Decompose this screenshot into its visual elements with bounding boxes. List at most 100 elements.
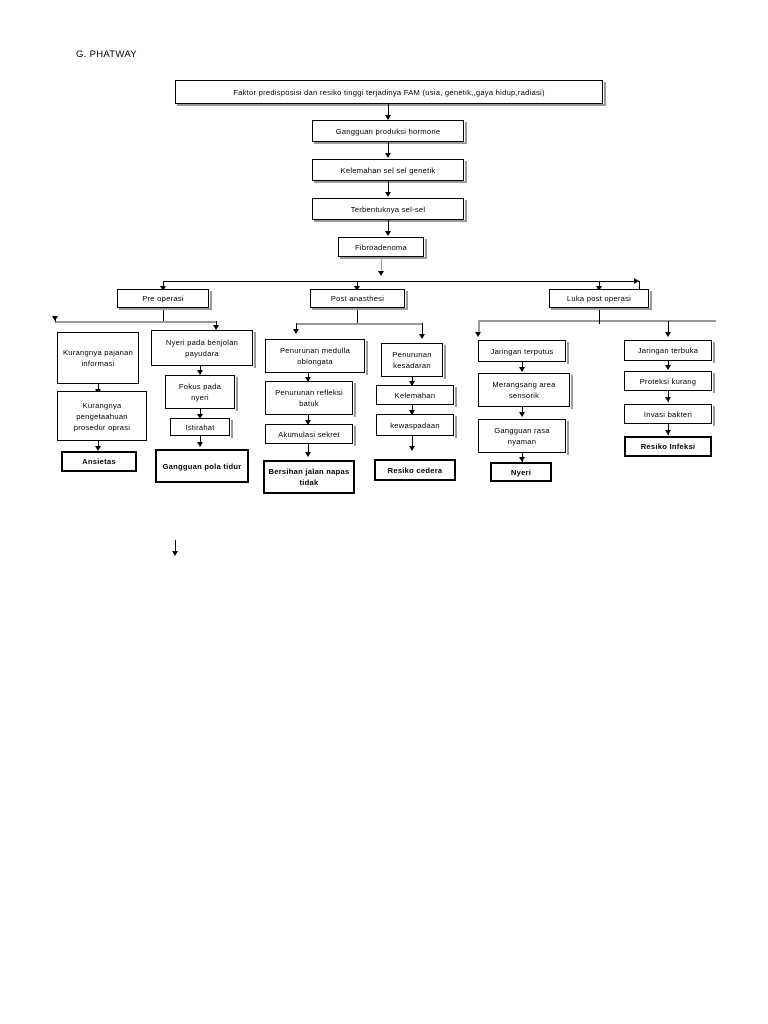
- arrow-down-icon: [94, 446, 101, 451]
- connector-line: [668, 391, 669, 402]
- arrow-down-icon: [196, 370, 203, 375]
- connector-line: [388, 142, 389, 155]
- arrow-down-icon: [475, 332, 481, 337]
- arrow-down-icon: [518, 412, 525, 417]
- box-shadow: [551, 308, 651, 310]
- box-shadow: [465, 122, 467, 144]
- connector-line: [412, 405, 413, 414]
- box-shadow: [444, 345, 446, 379]
- connector-line: [599, 310, 600, 324]
- box-shadow: [340, 257, 426, 259]
- arrow-down-icon: [159, 286, 166, 291]
- arrow-down-icon: [664, 397, 671, 402]
- branch-bus-line: [55, 321, 217, 323]
- node-nyeri-pada-benjolan-payudara: Nyeri pada benjolan payudara: [151, 330, 253, 366]
- connector-line: [522, 407, 523, 416]
- node-akumulasi-sekret: Akumulasi sekret: [265, 424, 353, 444]
- box-shadow: [567, 421, 569, 455]
- box-shadow: [210, 291, 212, 310]
- box-shadow: [236, 377, 238, 411]
- box-shadow: [425, 239, 427, 259]
- box-shadow: [713, 373, 715, 393]
- arrow-down-icon: [212, 325, 219, 330]
- node-ansietas: Ansietas: [61, 451, 137, 472]
- arrow-down-icon: [292, 329, 299, 334]
- arrow-down-icon: [384, 231, 391, 236]
- arrow-down-icon: [171, 551, 178, 556]
- node-kelemahan: Kelemahan: [376, 385, 454, 405]
- connector-line: [388, 104, 389, 117]
- box-shadow: [465, 161, 467, 183]
- box-shadow: [177, 104, 605, 106]
- connector-line: [163, 281, 164, 289]
- node-fokus-pada-nyeri: Fokus pada nyeri: [165, 375, 235, 409]
- connector-line: [200, 409, 201, 418]
- arrow-down-icon: [418, 334, 425, 339]
- box-shadow: [231, 420, 233, 438]
- arrow-down-icon: [664, 430, 671, 435]
- connector-line: [200, 436, 201, 445]
- arrow-right-icon: [634, 277, 639, 284]
- node-resiko-infeksi: Resiko Infeksi: [624, 436, 712, 457]
- node-kelemahan-sel-genetik: Kelemahan sel sel genetik: [312, 159, 464, 181]
- arrow-down-icon: [664, 365, 671, 370]
- arrow-down-icon: [408, 410, 415, 415]
- arrow-down-icon: [304, 377, 311, 382]
- node-gangguan-rasa-nyaman: Gangguan rasa nyaman: [478, 419, 566, 453]
- node-invasi-bakteri: Invasi bakteri: [624, 404, 712, 424]
- stray-connector-line: [175, 540, 176, 553]
- connector-line: [357, 281, 358, 289]
- node-jaringan-terbuka: Jaringan terbuka: [624, 340, 712, 361]
- node-istirahat: Istirahat: [170, 418, 230, 436]
- arrow-down-icon: [353, 286, 360, 291]
- box-shadow: [567, 342, 569, 364]
- node-penurunan-kesadaran: Penurunan kesadaran: [381, 343, 443, 377]
- box-shadow: [406, 291, 408, 310]
- node-merangsang-area-sensorik: Merangsang area sensorik: [478, 373, 570, 407]
- connector-line: [388, 181, 389, 194]
- node-gangguan-produksi-hormone: Gangguan produksi hormone: [312, 120, 464, 142]
- arrow-down-icon: [196, 442, 203, 447]
- node-gangguan-pola-tidur: Gangguan pola tidur: [155, 449, 249, 483]
- box-shadow: [314, 220, 466, 222]
- connector-line: [98, 441, 99, 449]
- node-kurangnya-pengetahuan-prosedur: Kurangnya pengetaahuan prosedur oprasi: [57, 391, 147, 441]
- connector-line: [478, 321, 480, 335]
- connector-line: [380, 257, 382, 273]
- page-title: G. PHATWAY: [76, 49, 137, 60]
- node-proteksi-kurang: Proteksi kurang: [624, 371, 712, 391]
- branch-bus-line: [163, 281, 639, 282]
- box-shadow: [254, 332, 256, 368]
- arrow-down-icon: [51, 316, 58, 321]
- node-nyeri: Nyeri: [490, 462, 552, 482]
- connector-line: [388, 220, 389, 233]
- node-fibroadenoma: Fibroadenoma: [338, 237, 424, 257]
- box-shadow: [455, 387, 457, 407]
- node-bersihan-jalan-napas-tidak: Bersihan jalan napas tidak: [263, 460, 355, 494]
- node-terbentuknya-sel-sel: Terbentuknya sel-sel: [312, 198, 464, 220]
- box-shadow: [455, 416, 457, 438]
- node-resiko-cedera: Resiko cedera: [374, 459, 456, 481]
- node-jaringan-terputus: Jaringan terputus: [478, 340, 566, 362]
- arrow-down-icon: [377, 271, 384, 276]
- arrow-down-icon: [518, 457, 525, 462]
- node-pre-operasi: Pre operasi: [117, 289, 209, 308]
- connector-line: [308, 444, 309, 456]
- node-post-anasthesi: Post anasthesi: [310, 289, 405, 308]
- box-shadow: [713, 342, 715, 363]
- arrow-down-icon: [304, 452, 311, 457]
- branch-bus-line: [296, 323, 423, 325]
- connector-line: [163, 310, 164, 321]
- box-shadow: [604, 82, 606, 106]
- branch-bus-line: [478, 320, 716, 322]
- arrow-down-icon: [408, 381, 415, 386]
- arrow-down-icon: [304, 420, 311, 425]
- box-shadow: [571, 375, 573, 409]
- box-shadow: [354, 426, 356, 446]
- arrow-down-icon: [196, 414, 203, 419]
- connector-line: [668, 424, 669, 435]
- connector-line: [668, 321, 669, 335]
- connector-line: [357, 310, 358, 323]
- connector-line: [98, 384, 99, 392]
